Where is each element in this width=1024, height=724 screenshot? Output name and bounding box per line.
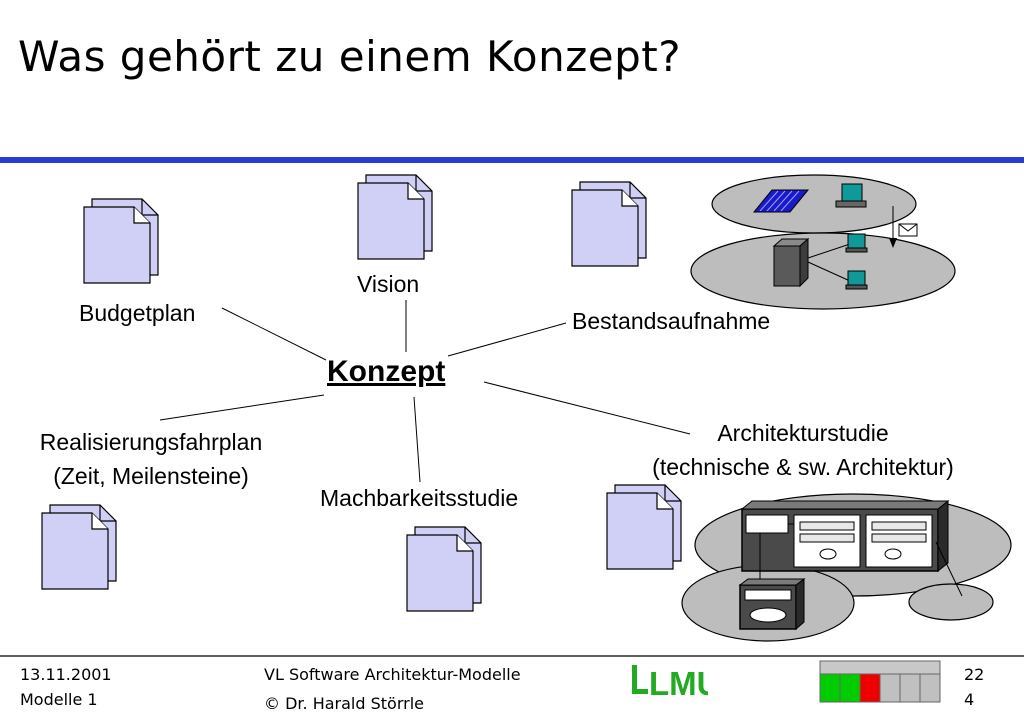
node-label-architekturstudie-title: Architekturstudie	[717, 420, 889, 446]
center-node-konzept: Konzept	[327, 355, 446, 388]
node-label-machbarkeitsstudie: Machbarkeitsstudie	[320, 485, 519, 511]
footer-module: Modelle 1	[20, 690, 98, 709]
document-vision-icon	[357, 174, 433, 260]
connector-budgetplan	[221, 307, 327, 361]
footer-course: VL Software Architektur-Modelle	[264, 665, 521, 684]
page-number-bottom: 4	[964, 690, 975, 709]
node-label-bestandsaufnahme: Bestandsaufnahme	[572, 308, 771, 334]
title-rule	[0, 157, 1024, 163]
node-label-budgetplan: Budgetplan	[79, 300, 196, 326]
progress-cell-current	[859, 673, 881, 703]
page-number-top: 22	[964, 665, 985, 684]
architecture-illustration-icon	[681, 493, 1012, 642]
progress-header	[819, 660, 941, 675]
network-illustration-icon	[690, 174, 956, 310]
progress-cell-todo	[879, 673, 901, 703]
lmu-logo-text: LMU	[649, 665, 708, 700]
connector-machbarkeitsstudie	[413, 396, 421, 483]
node-label-vision: Vision	[357, 271, 420, 297]
node-label-realisierungsfahrplan: Realisierungsfahrplan (Zeit, Meilenstein…	[6, 425, 296, 493]
document-realisierungsfahrplan-icon	[41, 504, 117, 590]
lmu-logo: LMU	[628, 660, 720, 702]
progress-cell-todo	[919, 673, 941, 703]
node-label-architekturstudie-sub: (technische & sw. Architektur)	[652, 454, 954, 480]
document-machbarkeitsstudie-icon	[406, 526, 482, 612]
footer-author: © Dr. Harald Störrle	[264, 694, 424, 713]
footer-date: 13.11.2001	[20, 665, 112, 684]
node-label-realisierungsfahrplan-title: Realisierungsfahrplan	[39, 429, 263, 455]
node-label-realisierungsfahrplan-sub: (Zeit, Meilensteine)	[53, 463, 249, 489]
document-budgetplan-icon	[83, 198, 159, 284]
progress-indicator	[819, 660, 941, 703]
progress-cell-done	[839, 673, 861, 703]
progress-cell-done	[819, 673, 841, 703]
document-bestandsaufnahme-icon	[571, 181, 647, 267]
document-architekturstudie-icon	[606, 484, 682, 570]
node-label-architekturstudie: Architekturstudie (technische & sw. Arch…	[608, 416, 998, 484]
connector-bestandsaufnahme	[447, 322, 567, 357]
connector-realisierungsfahrplan	[159, 394, 325, 421]
connector-architekturstudie	[483, 381, 691, 435]
slide-title: Was gehört zu einem Konzept?	[18, 32, 682, 81]
progress-cell-todo	[899, 673, 921, 703]
